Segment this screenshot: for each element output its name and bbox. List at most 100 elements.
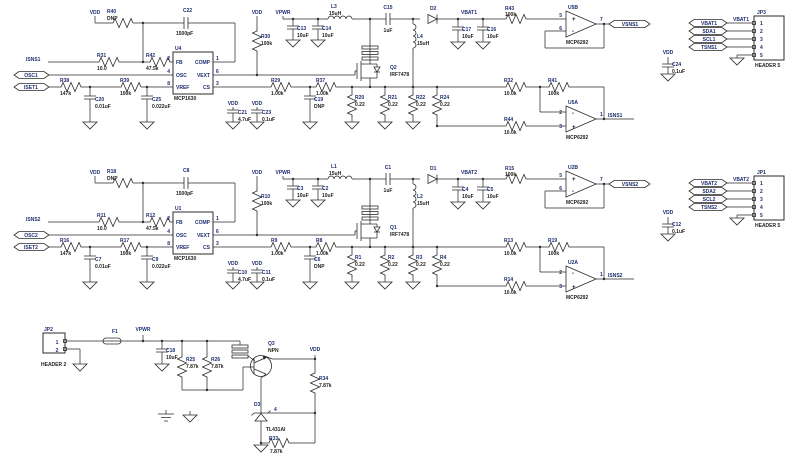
label-comp: COMP	[195, 60, 211, 66]
label-15uh: 15uH	[329, 171, 342, 177]
label-vbat1: VBAT1	[733, 17, 749, 23]
label-0-1uf: 0.1uF	[672, 229, 685, 235]
label-7-87k: 7.87k	[211, 364, 224, 370]
label-c12: C12	[672, 222, 681, 228]
label-10uf: 10uF	[322, 33, 334, 39]
label-c23: C23	[262, 110, 271, 116]
label-15uh: 15uH	[417, 201, 430, 207]
label-10uf: 10uF	[487, 34, 499, 40]
label-r43: R43	[505, 6, 514, 12]
label--: -	[572, 189, 574, 195]
label-0-22: 0.22	[440, 102, 450, 108]
label-dnp: DNP	[314, 264, 325, 270]
label-mcp6292: MCP6292	[566, 295, 588, 301]
label--: -	[572, 29, 574, 35]
label-c15: C15	[383, 5, 392, 11]
label-c6: C6	[314, 257, 321, 263]
label-c10: C10	[238, 270, 247, 276]
label-100k: 100k	[505, 172, 516, 178]
label-vdd: VDD	[228, 261, 239, 267]
label-d1: D1	[430, 166, 437, 172]
label-1uf: 1uF	[384, 28, 393, 34]
label-c3: C3	[297, 186, 304, 192]
label-r14: R14	[504, 277, 513, 283]
label-vdd: VDD	[310, 347, 321, 353]
label-c8: C8	[183, 168, 190, 174]
label-10uf: 10uF	[297, 193, 309, 199]
label-1: 1	[600, 272, 603, 278]
wires	[66, 335, 316, 445]
label-vref: VREF	[176, 85, 189, 91]
label-2: 2	[559, 270, 562, 276]
label-osc: OSC	[176, 233, 187, 239]
label-l1: L1	[331, 164, 337, 170]
label-r17: R17	[120, 238, 129, 244]
label-r38: R38	[60, 78, 69, 84]
label-+: +	[572, 17, 576, 23]
label-mcp6292: MCP6292	[566, 40, 588, 46]
label-u5a: U5A	[568, 100, 578, 106]
label-r9: R9	[271, 238, 278, 244]
label-c2: C2	[322, 186, 329, 192]
label-10-0k: 10.0k	[504, 251, 517, 257]
label-r40: R40	[107, 9, 116, 15]
label-vref: VREF	[176, 245, 189, 251]
label-3: 3	[216, 241, 219, 247]
label-c18: C18	[166, 348, 175, 354]
label-vsns2: VSNS2	[622, 182, 639, 188]
label-0-22: 0.22	[416, 102, 426, 108]
label-u4: U4	[175, 46, 182, 52]
label-c11: C11	[262, 270, 271, 276]
label-r1: R1	[355, 255, 362, 261]
label-1500pf: 1500pF	[176, 31, 193, 37]
label-r29: R29	[271, 78, 280, 84]
label-vdd: VDD	[90, 10, 101, 16]
label-7: 7	[600, 17, 603, 23]
label-3: 3	[760, 37, 763, 43]
label-d2: D2	[430, 6, 437, 12]
label-vdd: VDD	[663, 210, 674, 216]
capacitor-symbols	[156, 348, 168, 353]
label-vext: VEXT	[197, 73, 210, 79]
label-u2a: U2A	[568, 260, 578, 266]
label-+: +	[572, 125, 576, 131]
label-100k: 100k	[261, 201, 272, 207]
label-+: +	[572, 177, 576, 183]
label-c20: C20	[95, 97, 104, 103]
label-c17: C17	[462, 27, 471, 33]
label-c19: C19	[314, 97, 323, 103]
label-6: 6	[216, 69, 219, 75]
label-4: 4	[167, 229, 170, 235]
label-7-87k: 7.87k	[186, 364, 199, 370]
label-l2: L2	[417, 194, 423, 200]
label-npn: NPN	[268, 348, 279, 354]
label-mcp6292: MCP6292	[566, 135, 588, 141]
label-0-1uf: 0.1uF	[262, 117, 275, 123]
label-r4: R4	[440, 255, 447, 261]
label-2: 2	[167, 56, 170, 62]
label-jp3: JP3	[757, 10, 766, 16]
bias-transistor-circuit	[42, 332, 320, 453]
label-c5: C5	[487, 187, 494, 193]
label-vdd: VDD	[252, 261, 263, 267]
label-vpwr: VPWR	[276, 10, 291, 16]
label-osc2: OSC2	[24, 233, 38, 239]
label-4: 4	[760, 45, 763, 51]
label-scl2: SCL2	[703, 197, 716, 203]
label-100k: 100k	[261, 41, 272, 47]
npn-transistor-symbol	[231, 344, 273, 377]
label-r42: R42	[146, 53, 155, 59]
label-dnp: DNP	[107, 176, 118, 182]
label--: -	[572, 111, 574, 117]
label-r26: R26	[211, 357, 220, 363]
label-r41: R41	[548, 78, 557, 84]
label-1-00k: 1.00k	[316, 251, 329, 257]
label-10-0k: 10.0k	[504, 91, 517, 97]
label-r3: R3	[416, 255, 423, 261]
label-3: 3	[216, 81, 219, 87]
label-147k: 147k	[60, 91, 71, 97]
label-10uf: 10uF	[462, 34, 474, 40]
label-r19: R19	[548, 238, 557, 244]
label-1: 1	[56, 340, 59, 346]
